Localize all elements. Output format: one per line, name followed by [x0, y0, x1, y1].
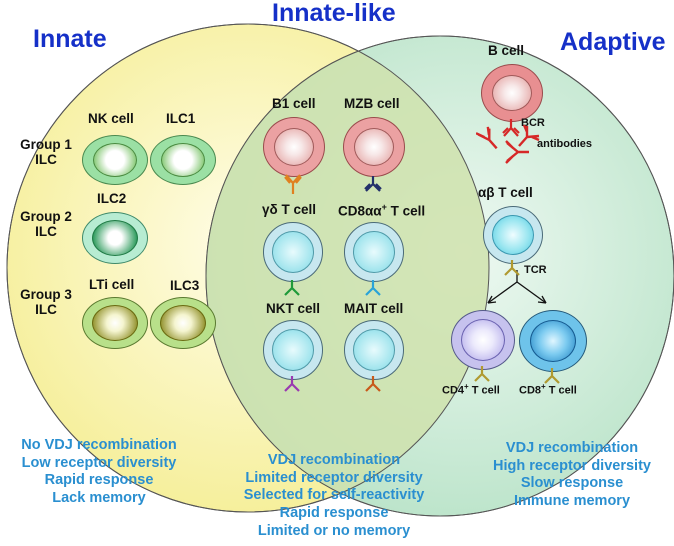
innate-like-properties: VDJ recombination Limited receptor diver…	[228, 452, 440, 540]
gd-t-receptor	[284, 280, 300, 296]
b1-cell-label: B1 cell	[272, 96, 316, 111]
lti-cell	[82, 297, 148, 349]
innate-like-property: VDJ recombination	[267, 452, 401, 468]
adaptive-property: Immune memory	[513, 493, 631, 510]
innate-outline	[6, 23, 490, 513]
tcr-receptor	[504, 260, 520, 276]
ilc3-label: ILC3	[170, 278, 200, 293]
mait-receptor	[365, 376, 381, 392]
gd-t-cell	[263, 222, 323, 282]
gd-t-cell-nucleus	[272, 231, 314, 273]
arrow-to-cd8-head	[537, 295, 547, 304]
mait-cell-nucleus	[353, 329, 395, 371]
nkt-receptor	[284, 376, 300, 392]
cd8-t-cell-nucleus	[530, 320, 576, 362]
ilc2-label: ILC2	[97, 191, 127, 206]
antibodies-label: antibodies	[537, 138, 593, 150]
cd4-t-cell-nucleus	[461, 319, 505, 361]
gd-t-cell-label: γδ T cell	[262, 202, 316, 217]
group3-ilc-label: Group 3 ILC	[20, 287, 72, 318]
lti-cell-nucleus	[92, 305, 138, 341]
mzb-cell	[343, 117, 405, 177]
mait-cell-label: MAIT cell	[344, 301, 404, 316]
adaptive-property: Slow response	[520, 475, 624, 492]
ilc1-cell	[150, 135, 216, 185]
b1-cell-nucleus	[274, 128, 314, 166]
group2-ilc-label: Group 2 ILC	[20, 209, 72, 240]
lti-cell-label: LTi cell	[89, 277, 135, 292]
innate-like-property: Limited or no memory	[257, 522, 411, 539]
nk-cell	[82, 135, 148, 185]
innate-property: Rapid response	[44, 472, 154, 489]
mzb-cell-label: MZB cell	[344, 96, 400, 111]
arrow-to-cd4	[487, 281, 518, 304]
b1-cell	[263, 117, 325, 177]
b1-receptor	[284, 174, 302, 194]
cd4-t-cell	[451, 310, 515, 370]
ilc1-label: ILC1	[166, 111, 196, 126]
innate-property: Low receptor diversity	[21, 454, 177, 471]
bcr-label: BCR	[521, 117, 545, 129]
nk-cell-label: NK cell	[88, 111, 134, 126]
cd8aa-t-cell	[344, 222, 404, 282]
innate-properties: No VDJ recombination Low receptor divers…	[4, 437, 194, 508]
mait-cell	[344, 320, 404, 380]
ilc2-cell	[82, 212, 148, 264]
ilc1-nucleus	[161, 143, 205, 177]
nk-cell-nucleus	[93, 143, 137, 177]
group1-ilc-label: Group 1 ILC	[20, 137, 72, 168]
cd8aa-t-cell-label: CD8αα+ T cell	[338, 202, 426, 219]
cd4-receptor	[474, 366, 490, 382]
b-cell	[481, 64, 543, 122]
title-adaptive: Adaptive	[560, 28, 666, 56]
innate-property: No VDJ recombination	[21, 437, 177, 453]
nkt-cell-label: NKT cell	[266, 301, 321, 316]
innate-like-property: Limited receptor diversity	[245, 469, 423, 486]
ab-t-cell	[483, 206, 543, 264]
cd8-t-cell-label: CD8+ T cell	[519, 382, 577, 397]
ilc3-cell	[150, 297, 216, 349]
cd8-t-cell	[519, 310, 587, 372]
cd8aa-receptor	[365, 280, 381, 296]
ilc2-nucleus	[92, 220, 138, 256]
title-innate: Innate	[33, 25, 107, 53]
cd8aa-plus: +	[381, 202, 387, 212]
arrow-to-cd4-head	[487, 295, 497, 304]
adaptive-properties: VDJ recombination High receptor diversit…	[477, 440, 667, 511]
nkt-cell	[263, 320, 323, 380]
cd8aa-t-cell-nucleus	[353, 231, 395, 273]
arrow-to-cd8	[516, 281, 547, 304]
antibody-2	[505, 140, 529, 164]
ab-t-cell-label: αβ T cell	[478, 185, 533, 200]
ilc3-nucleus	[160, 305, 206, 341]
adaptive-property: VDJ recombination	[505, 440, 639, 456]
cd4-t-cell-label: CD4+ T cell	[442, 382, 500, 397]
tcr-label: TCR	[524, 264, 547, 276]
innate-like-property: Selected for self-reactivity	[243, 487, 425, 504]
cd8-receptor	[544, 368, 560, 384]
b-cell-nucleus	[492, 75, 532, 111]
b-cell-label: B cell	[488, 43, 525, 58]
antibody-1	[476, 126, 498, 150]
title-innate-like: Innate-like	[272, 0, 396, 27]
innate-like-property: Rapid response	[279, 505, 389, 522]
mzb-receptor	[364, 176, 382, 192]
antibody-3	[518, 124, 540, 147]
adaptive-property: High receptor diversity	[493, 457, 651, 474]
bcr-receptor	[502, 119, 520, 137]
innate-property: Lack memory	[52, 490, 146, 507]
mzb-cell-nucleus	[354, 128, 394, 166]
nkt-cell-nucleus	[272, 329, 314, 371]
ab-t-cell-nucleus	[492, 215, 534, 255]
adaptive-outline	[205, 35, 674, 517]
